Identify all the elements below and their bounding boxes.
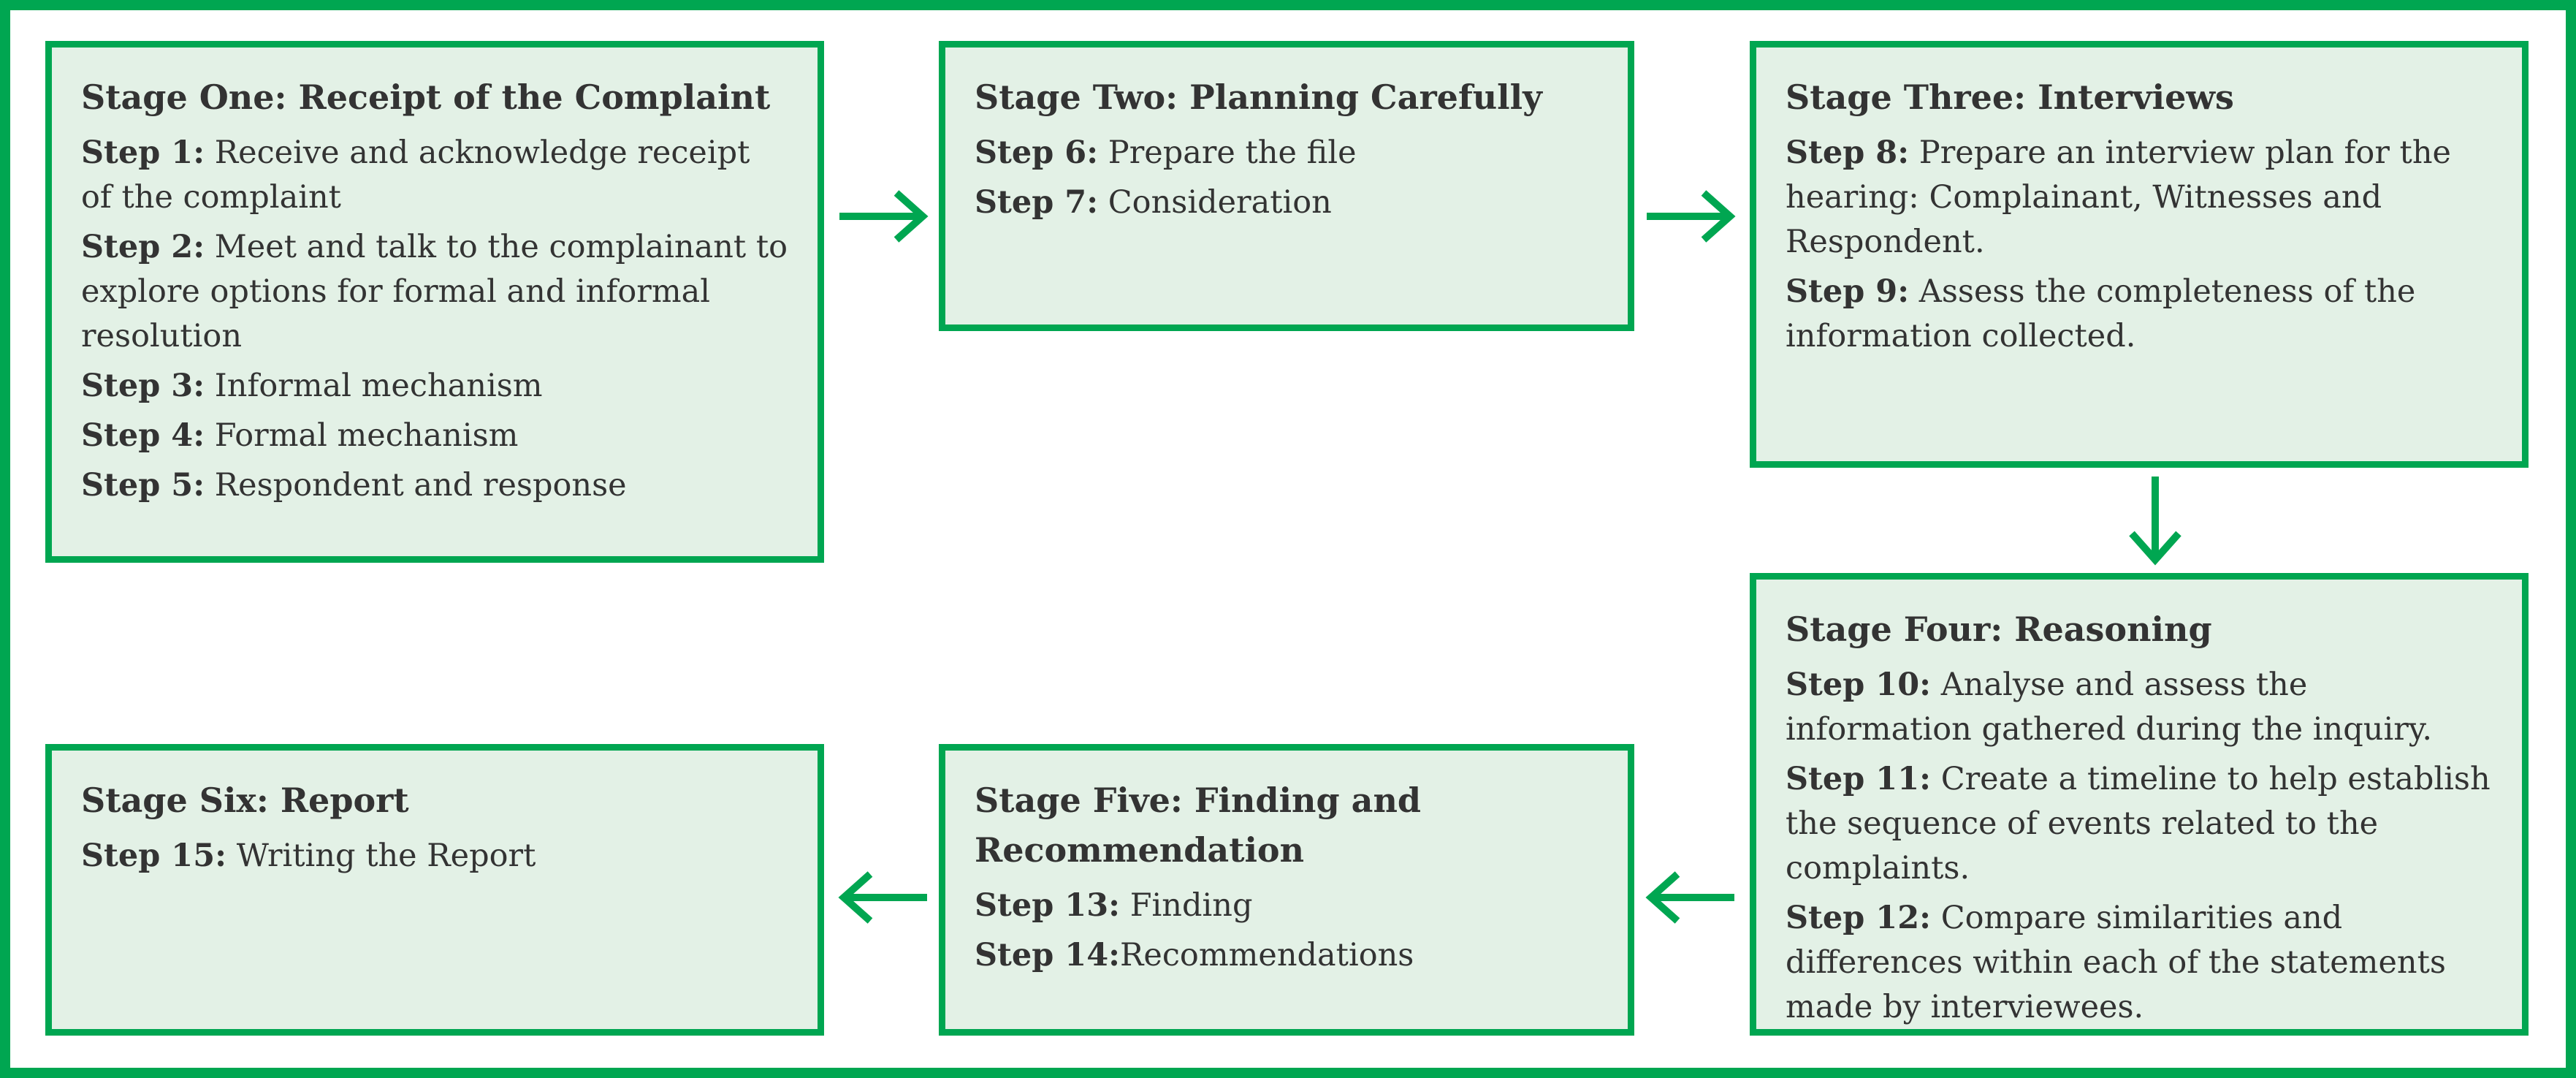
stage-three-box: Stage Three: Interviews Step 8: Prepare … — [1750, 41, 2529, 468]
step-5: Step 5: Respondent and response — [81, 463, 788, 508]
step-9-label: Step 9: — [1786, 273, 1910, 310]
arrow-left-icon — [1644, 870, 1737, 925]
step-13: Step 13: Finding — [975, 884, 1598, 928]
arrow-right-icon — [837, 189, 930, 244]
step-11-text: Create a timeline to help establish the … — [1786, 761, 2491, 887]
stage-four-title: Stage Four: Reasoning — [1786, 610, 2212, 649]
step-5-text: Respondent and response — [205, 467, 627, 504]
stage-four-box: Stage Four: Reasoning Step 10: Analyse a… — [1750, 573, 2529, 1036]
stage-five-box: Stage Five: Finding and Recommendation S… — [939, 744, 1634, 1036]
step-12: Step 12: Compare similarities and differ… — [1786, 896, 2493, 1030]
stage-three-title: Stage Three: Interviews — [1786, 77, 2234, 117]
step-8-label: Step 8: — [1786, 134, 1910, 171]
step-5-label: Step 5: — [81, 467, 205, 504]
step-14-label: Step 14: — [975, 937, 1121, 973]
step-3: Step 3: Informal mechanism — [81, 364, 788, 409]
step-11: Step 11: Create a timeline to help estab… — [1786, 757, 2493, 891]
step-4: Step 4: Formal mechanism — [81, 414, 788, 458]
stage-five-title: Stage Five: Finding and Recommendation — [975, 781, 1422, 870]
step-10-text: Analyse and assess the information gathe… — [1786, 667, 2433, 748]
step-4-label: Step 4: — [81, 417, 205, 454]
stage-two-title: Stage Two: Planning Carefully — [975, 77, 1542, 117]
step-6-label: Step 6: — [975, 134, 1099, 171]
arrow-down-icon — [2127, 475, 2183, 567]
step-14-text: Recommendations — [1120, 937, 1414, 973]
step-12-label: Step 12: — [1786, 900, 1932, 936]
step-1-label: Step 1: — [81, 134, 205, 171]
step-8: Step 8: Prepare an interview plan for th… — [1786, 131, 2493, 265]
step-1-text: Receive and acknowledge receipt of the c… — [81, 134, 750, 216]
step-7-label: Step 7: — [975, 184, 1099, 221]
step-2: Step 2: Meet and talk to the complainant… — [81, 225, 788, 359]
step-11-label: Step 11: — [1786, 761, 1932, 797]
arrow-right-icon — [1644, 189, 1737, 244]
step-4-text: Formal mechanism — [205, 417, 519, 454]
step-15: Step 15: Writing the Report — [81, 834, 788, 878]
step-9-text: Assess the completeness of the informati… — [1786, 273, 2416, 354]
step-13-text: Finding — [1120, 887, 1253, 924]
step-7-text: Consideration — [1098, 184, 1332, 221]
stage-two-box: Stage Two: Planning Carefully Step 6: Pr… — [939, 41, 1634, 331]
stage-one-title: Stage One: Receipt of the Complaint — [81, 77, 771, 117]
stage-one-box: Stage One: Receipt of the Complaint Step… — [45, 41, 824, 563]
step-9: Step 9: Assess the completeness of the i… — [1786, 270, 2493, 359]
step-8-text: Prepare an interview plan for the hearin… — [1786, 134, 2451, 260]
step-6-text: Prepare the file — [1098, 134, 1357, 171]
step-15-label: Step 15: — [81, 838, 227, 874]
step-13-label: Step 13: — [975, 887, 1121, 924]
step-1: Step 1: Receive and acknowledge receipt … — [81, 131, 788, 220]
step-15-text: Writing the Report — [226, 838, 536, 874]
step-7: Step 7: Consideration — [975, 181, 1598, 225]
step-6: Step 6: Prepare the file — [975, 131, 1598, 175]
step-14: Step 14:Recommendations — [975, 933, 1598, 978]
arrow-left-icon — [837, 870, 930, 925]
stage-six-title: Stage Six: Report — [81, 781, 409, 820]
stage-six-box: Stage Six: Report Step 15: Writing the R… — [45, 744, 824, 1036]
step-3-label: Step 3: — [81, 368, 205, 404]
step-10-label: Step 10: — [1786, 667, 1932, 703]
step-3-text: Informal mechanism — [205, 368, 543, 404]
step-10: Step 10: Analyse and assess the informat… — [1786, 663, 2493, 752]
step-2-text: Meet and talk to the complainant to expl… — [81, 229, 788, 354]
step-2-label: Step 2: — [81, 229, 205, 265]
step-12-text: Compare similarities and differences wit… — [1786, 900, 2446, 1025]
